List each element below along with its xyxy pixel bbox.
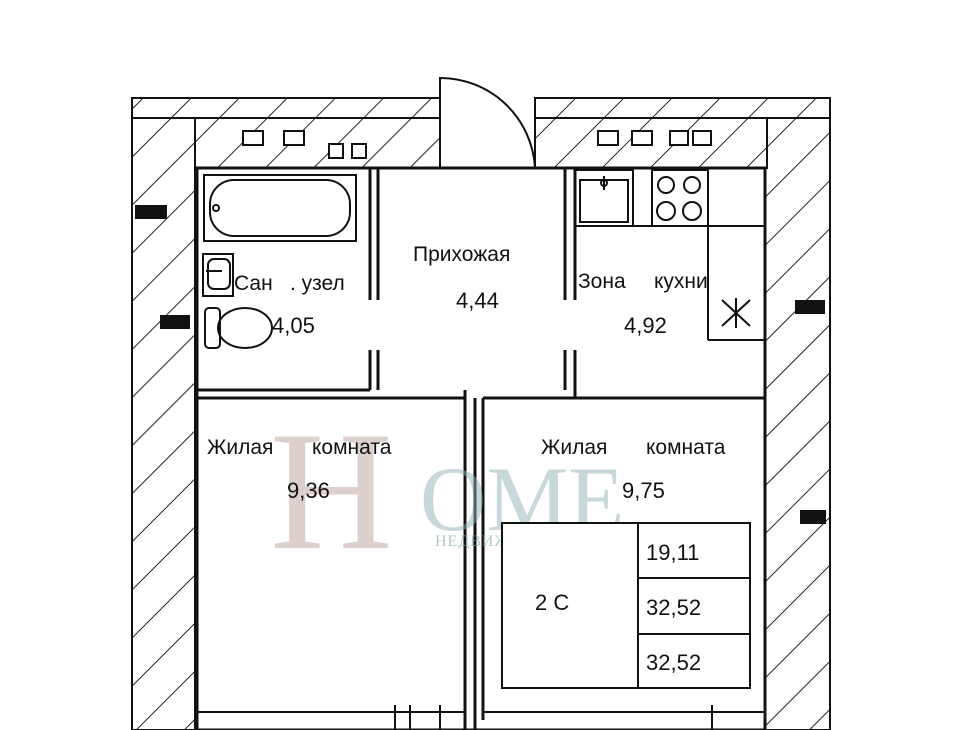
summary-value-3: 32,52 — [646, 650, 701, 675]
living-right-area: 9,75 — [622, 478, 665, 503]
watermark-letter: H — [270, 397, 393, 585]
right-exterior-wall — [764, 117, 831, 730]
toilet — [204, 307, 273, 349]
bathroom-label-b: . узел — [290, 272, 345, 295]
summary-value-2: 32,52 — [646, 595, 701, 620]
bathtub — [203, 174, 357, 242]
interior-walls — [195, 166, 767, 730]
kitchen-counter — [575, 170, 765, 341]
exterior-walls — [131, 97, 831, 730]
top-right-exterior-wall — [534, 97, 831, 119]
living-right-label-b: комната — [646, 436, 726, 459]
living-left-label-b: комната — [312, 436, 392, 459]
window-marks — [242, 130, 712, 159]
summary-table: 2 С 19,11 32,52 32,52 — [501, 522, 751, 689]
top-left-exterior-wall — [131, 97, 441, 119]
living-right-label-a: Жилая — [541, 436, 607, 459]
kitchen-label-a: Зона — [578, 270, 626, 293]
bathroom-area: 4,05 — [272, 313, 315, 338]
living-left-label-a: Жилая — [207, 436, 273, 459]
kitchen-area: 4,92 — [624, 313, 667, 338]
entry-door — [439, 76, 536, 169]
summary-type: 2 С — [535, 590, 569, 615]
bathroom-label-a: Сан — [234, 272, 273, 295]
side-vents — [135, 205, 826, 524]
stove — [651, 169, 709, 227]
hallway-area: 4,44 — [456, 288, 499, 313]
kitchen-label-b: кухни — [654, 270, 708, 293]
hallway-label: Прихожая — [413, 243, 510, 266]
living-left-area: 9,36 — [287, 478, 330, 503]
left-exterior-wall — [131, 97, 201, 730]
bathroom-sink — [202, 253, 234, 297]
summary-value-1: 19,11 — [646, 540, 699, 565]
room-labels: Сан . узел 4,05 Прихожая 4,44 Зона кухни… — [207, 243, 726, 503]
kitchen-sink — [574, 169, 634, 227]
bottom-wall-marks — [197, 705, 765, 730]
